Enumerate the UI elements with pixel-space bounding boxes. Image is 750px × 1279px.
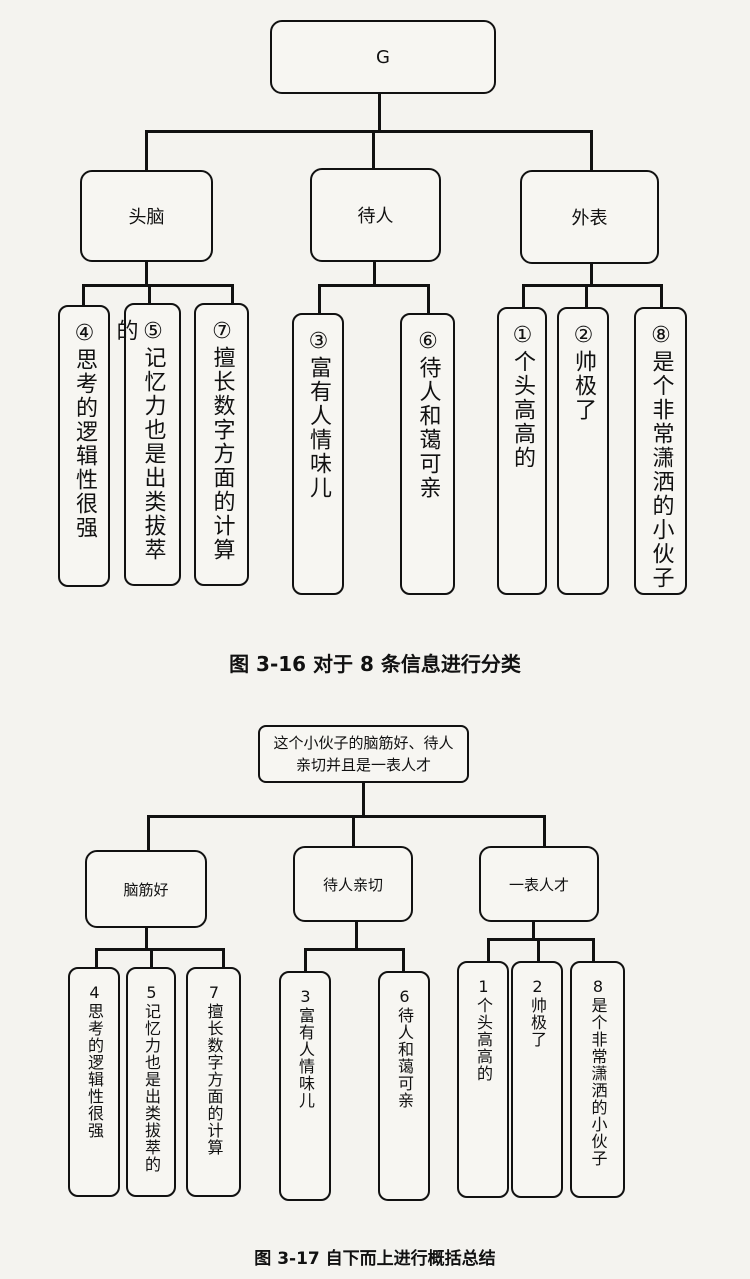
category-label: 外表 [571, 208, 608, 229]
info-card: ②帅极了 [557, 307, 609, 595]
info-text: ⑤记忆力也是出类拔萃的 [112, 319, 166, 562]
summary-node-kind: 待人亲切 [293, 846, 413, 922]
category-label: 待人亲切 [322, 875, 383, 894]
info-text: ③富有人情味儿 [306, 329, 331, 500]
info-card: ⑧是个非常潇洒的小伙子 [634, 307, 687, 595]
root-label: 这个小伙子的脑筋好、待人亲切并且是一表人才 [273, 734, 454, 774]
info-text: ⑦擅长数字方面的计算 [209, 319, 235, 562]
info-text: ④思考的逻辑性很强 [72, 321, 97, 540]
info-text: 5记忆力也是出类拔萃的 [142, 983, 161, 1173]
info-card: ③富有人情味儿 [292, 313, 344, 595]
info-card: 4思考的逻辑性很强 [68, 967, 120, 1197]
info-card: 7擅长数字方面的计算 [186, 967, 241, 1197]
category-label: 一表人才 [508, 875, 569, 894]
info-card: ⑥待人和蔼可亲 [400, 313, 455, 595]
info-card: ①个头高高的 [497, 307, 547, 595]
info-text: 7擅长数字方面的计算 [204, 983, 224, 1156]
category-label: 头脑 [128, 207, 165, 228]
category-node-manner: 待人 [310, 168, 441, 262]
summary-node-handsome: 一表人才 [479, 846, 599, 922]
figure-caption: 图 3-17 自下而上进行概括总结 [254, 1249, 496, 1269]
info-card: ⑤记忆力也是出类拔萃的 [112, 303, 181, 586]
info-text: 8是个非常潇洒的小伙子 [588, 977, 608, 1167]
info-text: ①个头高高的 [510, 323, 535, 470]
info-text: 4思考的逻辑性很强 [85, 983, 104, 1139]
info-text: ⑥待人和蔼可亲 [415, 329, 441, 500]
category-label: 待人 [357, 206, 394, 227]
category-node-head: 头脑 [80, 170, 213, 262]
info-card: 5记忆力也是出类拔萃的 [126, 967, 176, 1197]
info-text: 2帅极了 [528, 977, 547, 1048]
root-label: G [376, 46, 390, 68]
info-card: 6待人和蔼可亲 [378, 971, 430, 1201]
info-text: 6待人和蔼可亲 [395, 987, 414, 1109]
info-card: 1个头高高的 [457, 961, 509, 1198]
info-text: ⑧是个非常潇洒的小伙子 [648, 323, 674, 590]
info-card: ⑦擅长数字方面的计算 [194, 303, 249, 586]
info-card: 2帅极了 [511, 961, 563, 1198]
info-text: ②帅极了 [571, 323, 596, 422]
info-text: 3富有人情味儿 [296, 987, 315, 1109]
category-label: 脑筋好 [123, 880, 169, 899]
root-node: G [270, 20, 496, 94]
figure-caption: 图 3-16 对于 8 条信息进行分类 [229, 652, 521, 676]
info-card: ④思考的逻辑性很强 [58, 305, 110, 587]
info-card: 3富有人情味儿 [279, 971, 331, 1201]
info-card: 8是个非常潇洒的小伙子 [570, 961, 625, 1198]
category-node-appearance: 外表 [520, 170, 659, 264]
summary-node-brains: 脑筋好 [85, 850, 207, 928]
info-text: 1个头高高的 [474, 977, 493, 1082]
summary-root-node: 这个小伙子的脑筋好、待人亲切并且是一表人才 [258, 725, 469, 783]
